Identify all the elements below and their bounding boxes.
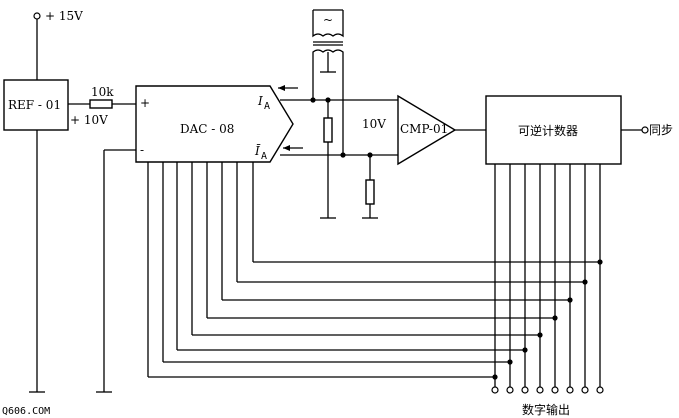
counter-block (485, 95, 622, 165)
digital-bus (147, 162, 604, 394)
dac-bit-junction-6 (582, 279, 588, 285)
dac-input-minus: - (140, 143, 144, 157)
ref-block (3, 79, 69, 131)
transformer-primary-coil (312, 30, 344, 38)
dac-bit-junction-1 (507, 359, 513, 365)
resistor-label: 10k (91, 85, 114, 99)
junction-ia-1 (310, 97, 316, 103)
comparator-label: CMP-01 (400, 122, 448, 136)
dac-output-ia-sub: A (264, 101, 270, 112)
dac-block-label: DAC - 08 (180, 122, 234, 136)
ia-load-resistor (323, 117, 333, 143)
ia-bar-current-arrowhead (283, 145, 290, 151)
sync-terminal (641, 126, 649, 134)
digital-output-label: 数字输出 (522, 402, 570, 417)
digital-output-terminal-0 (491, 386, 499, 394)
ref-block-label: REF - 01 (8, 98, 61, 112)
dac-bit-junction-5 (567, 297, 573, 303)
junction-ia-bar-1 (340, 152, 346, 158)
ia-current-arrowhead (278, 85, 285, 91)
dac-bit-junction-0 (492, 374, 498, 380)
supply-label: + 15V (45, 9, 83, 23)
digital-output-terminal-1 (506, 386, 514, 394)
watermark: Q606.COM (2, 406, 50, 417)
digital-output-terminal-7 (596, 386, 604, 394)
ia-bar-load-resistor (365, 179, 375, 205)
dac-bit-junction-7 (597, 259, 603, 265)
dac-output-ia-bar: Ī (254, 143, 261, 158)
dac-output-ia: I (257, 94, 263, 108)
digital-output-terminal-4 (551, 386, 559, 394)
digital-output-terminal-6 (581, 386, 589, 394)
dac-bit-junction-4 (552, 315, 558, 321)
resistor-10k (89, 99, 113, 109)
dac-block (135, 85, 294, 163)
dac-bit-junction-2 (522, 347, 528, 353)
sync-label: 同步 (649, 123, 673, 137)
counter-block-label: 可逆计数器 (518, 123, 578, 138)
digital-output-terminal-5 (566, 386, 574, 394)
transformer-secondary-coil (312, 49, 344, 60)
dac-bit-junction-3 (537, 332, 543, 338)
ref-output-voltage: + 10V (70, 113, 108, 127)
dac-output-ia-bar-sub: A (261, 151, 267, 162)
supply-terminal (33, 12, 41, 20)
digital-output-terminal-2 (521, 386, 529, 394)
comparator-voltage-label: 10V (362, 117, 386, 131)
digital-output-terminal-3 (536, 386, 544, 394)
ac-source-symbol: ~ (323, 13, 333, 27)
dac-input-plus: + (140, 96, 150, 110)
comparator-block (397, 94, 457, 166)
